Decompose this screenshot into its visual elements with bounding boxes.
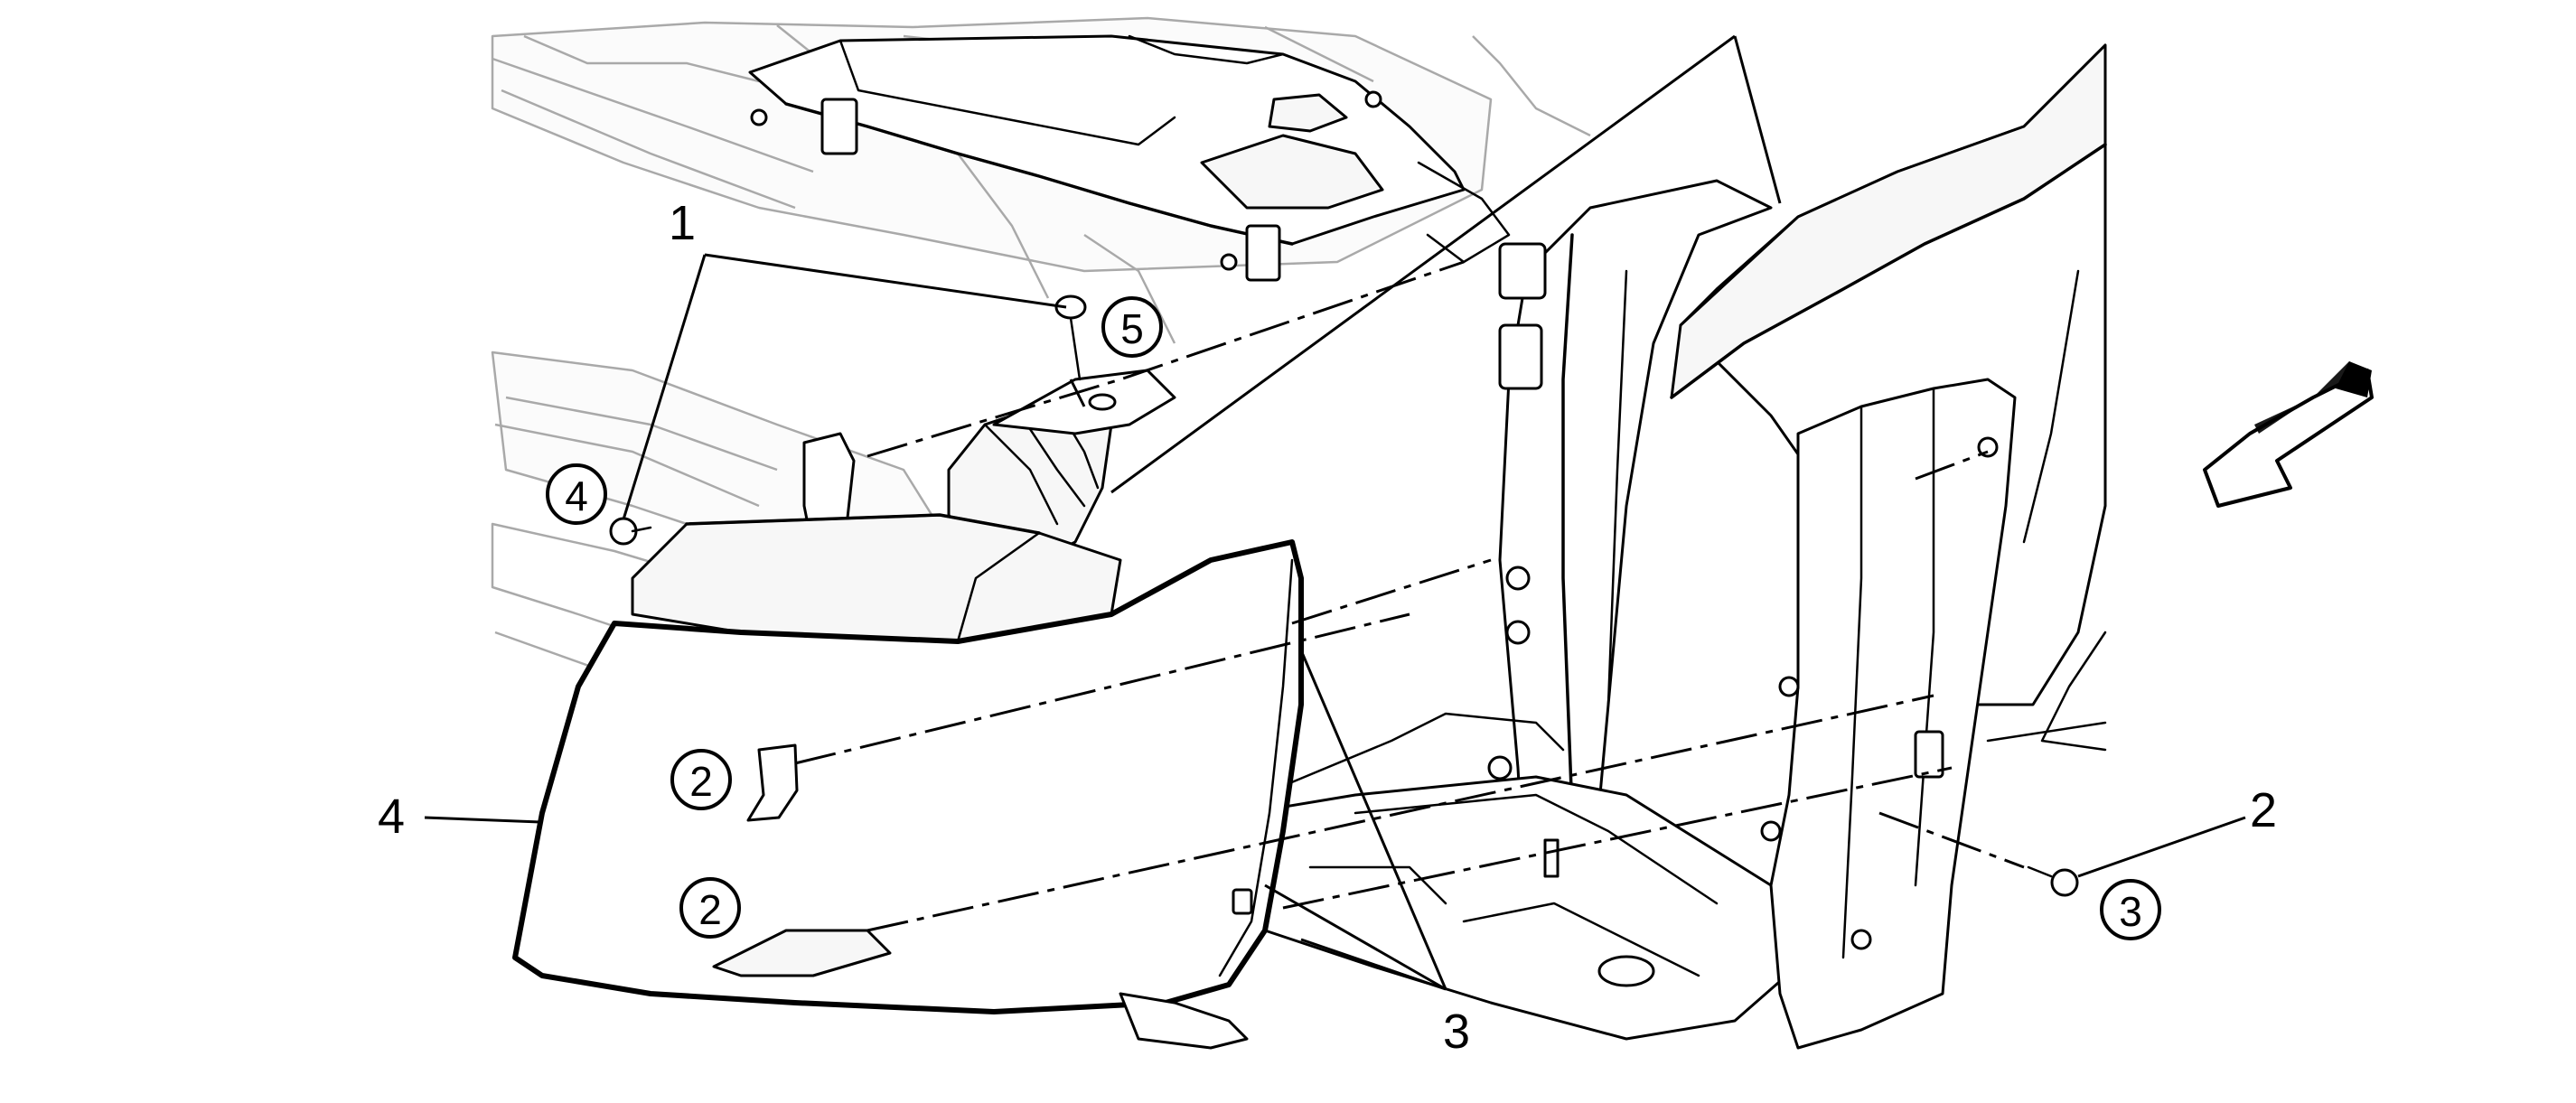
bolt-icon	[609, 517, 652, 546]
callout-labels: 1 2 3 4	[378, 196, 2277, 1059]
leader-lines	[424, 34, 2246, 991]
svg-text:3: 3	[2119, 888, 2142, 935]
svg-text:2: 2	[698, 886, 722, 933]
marker-2-upper: 2	[670, 749, 732, 810]
fender-liner	[1760, 378, 2107, 1050]
callout-4: 4	[378, 790, 405, 844]
bolt-icon	[2027, 865, 2079, 897]
marker-5: 5	[1101, 296, 1163, 358]
fasteners	[609, 294, 2079, 897]
alignment-lines	[794, 260, 2025, 932]
callout-2-right: 2	[2250, 783, 2277, 837]
bolt-icon	[1054, 294, 1087, 381]
marker-2-lower: 2	[679, 877, 741, 939]
svg-text:5: 5	[1120, 305, 1144, 352]
front-arrow-icon	[2203, 361, 2374, 508]
svg-text:2: 2	[689, 758, 713, 805]
upper-tie-bar	[748, 34, 1511, 282]
marker-3: 3	[2100, 879, 2161, 940]
callout-3: 3	[1443, 1005, 1470, 1059]
svg-text:4: 4	[565, 472, 588, 519]
callout-1: 1	[669, 196, 696, 250]
circled-markers: 5 4 2 2 3	[546, 296, 2161, 940]
marker-4: 4	[546, 463, 607, 525]
